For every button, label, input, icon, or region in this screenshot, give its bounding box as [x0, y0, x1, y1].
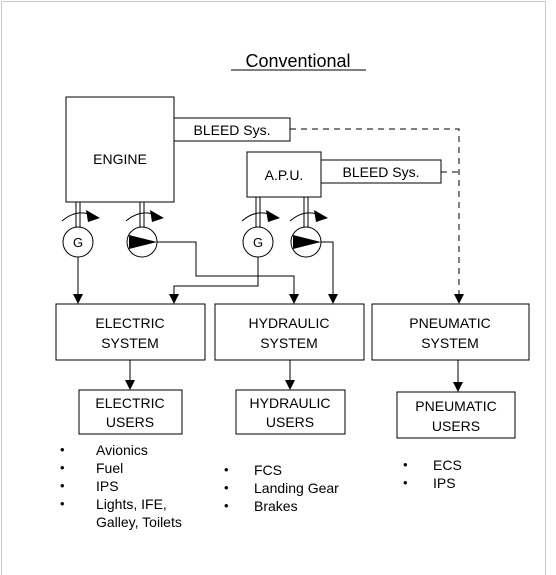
- list-item: •Landing Gear: [224, 480, 339, 496]
- pneumatic-system-line2: SYSTEM: [421, 335, 479, 351]
- electric-users-list: •Avionics •Fuel •IPS •Lights, IFE, Galle…: [60, 441, 182, 531]
- diagram-frame: [1, 1, 546, 575]
- apu-generator-label: G: [253, 235, 263, 250]
- bleed-apu-label: BLEED Sys.: [342, 164, 419, 180]
- apu-pump-to-hydraulic: [321, 241, 338, 304]
- rotation-arrowhead-icon: [86, 210, 328, 222]
- rotation-arrow-icon: [61, 212, 325, 222]
- list-item: •Avionics: [60, 442, 148, 458]
- electric-system-line2: SYSTEM: [101, 335, 159, 351]
- apu-pump-icon: [290, 226, 322, 258]
- bleed-engine-line: [290, 128, 464, 304]
- bullet-icon: •: [403, 475, 408, 490]
- electric-users-line1: ELECTRIC: [95, 395, 164, 411]
- bullet-icon: •: [224, 480, 229, 495]
- engine-pump-icon: [126, 226, 158, 258]
- bullet-icon: •: [403, 457, 408, 472]
- electric-users-box: [78, 389, 183, 435]
- hydraulic-users-list: •FCS •Landing Gear •Brakes: [224, 461, 339, 515]
- bullet-icon: •: [60, 478, 65, 493]
- pneumatic-users-box: [396, 391, 516, 439]
- engine-label: ENGINE: [93, 151, 147, 167]
- bullet-icon: •: [60, 460, 65, 475]
- hydraulic-users-line2: USERS: [266, 414, 314, 430]
- pneumatic-users-line2: USERS: [432, 418, 480, 434]
- pneumatic-system-box: [371, 303, 530, 361]
- list-item: •Fuel: [60, 460, 124, 476]
- engine-generator-label: G: [73, 235, 83, 250]
- diagram-title: Conventional: [245, 51, 350, 71]
- apu-box: [246, 151, 322, 198]
- bullet-icon: •: [60, 496, 65, 511]
- list-item: •IPS: [403, 475, 456, 491]
- apu-label: A.P.U.: [265, 167, 304, 183]
- bullet-icon: •: [224, 462, 229, 477]
- list-item: •Lights, IFE,: [60, 496, 167, 512]
- pneumatic-users-line1: PNEUMATIC: [415, 398, 496, 414]
- bullet-icon: •: [224, 498, 229, 513]
- pneumatic-system-line1: PNEUMATIC: [409, 315, 490, 331]
- hydraulic-users-box: [235, 389, 346, 435]
- engine-box: [65, 96, 175, 203]
- apu-gen-to-electric: [169, 257, 259, 304]
- electric-users-line2: USERS: [106, 414, 154, 430]
- pneumatic-users-list: •ECS •IPS: [403, 456, 462, 492]
- bullet-icon: •: [60, 442, 65, 457]
- bleed-engine-label: BLEED Sys.: [193, 122, 270, 138]
- electric-system-box: [55, 303, 206, 361]
- hydraulic-system-box: [214, 303, 365, 361]
- list-item: •FCS: [224, 462, 282, 478]
- list-item: •Brakes: [224, 498, 298, 514]
- engine-pump-to-hydraulic: [157, 241, 299, 304]
- list-item-continuation: Galley, Toilets: [96, 514, 182, 530]
- hydraulic-users-line1: HYDRAULIC: [250, 395, 331, 411]
- electric-system-line1: ELECTRIC: [95, 315, 164, 331]
- hydraulic-system-line1: HYDRAULIC: [249, 315, 330, 331]
- hydraulic-system-line2: SYSTEM: [260, 335, 318, 351]
- list-item: •IPS: [60, 478, 119, 494]
- list-item: •ECS: [403, 457, 462, 473]
